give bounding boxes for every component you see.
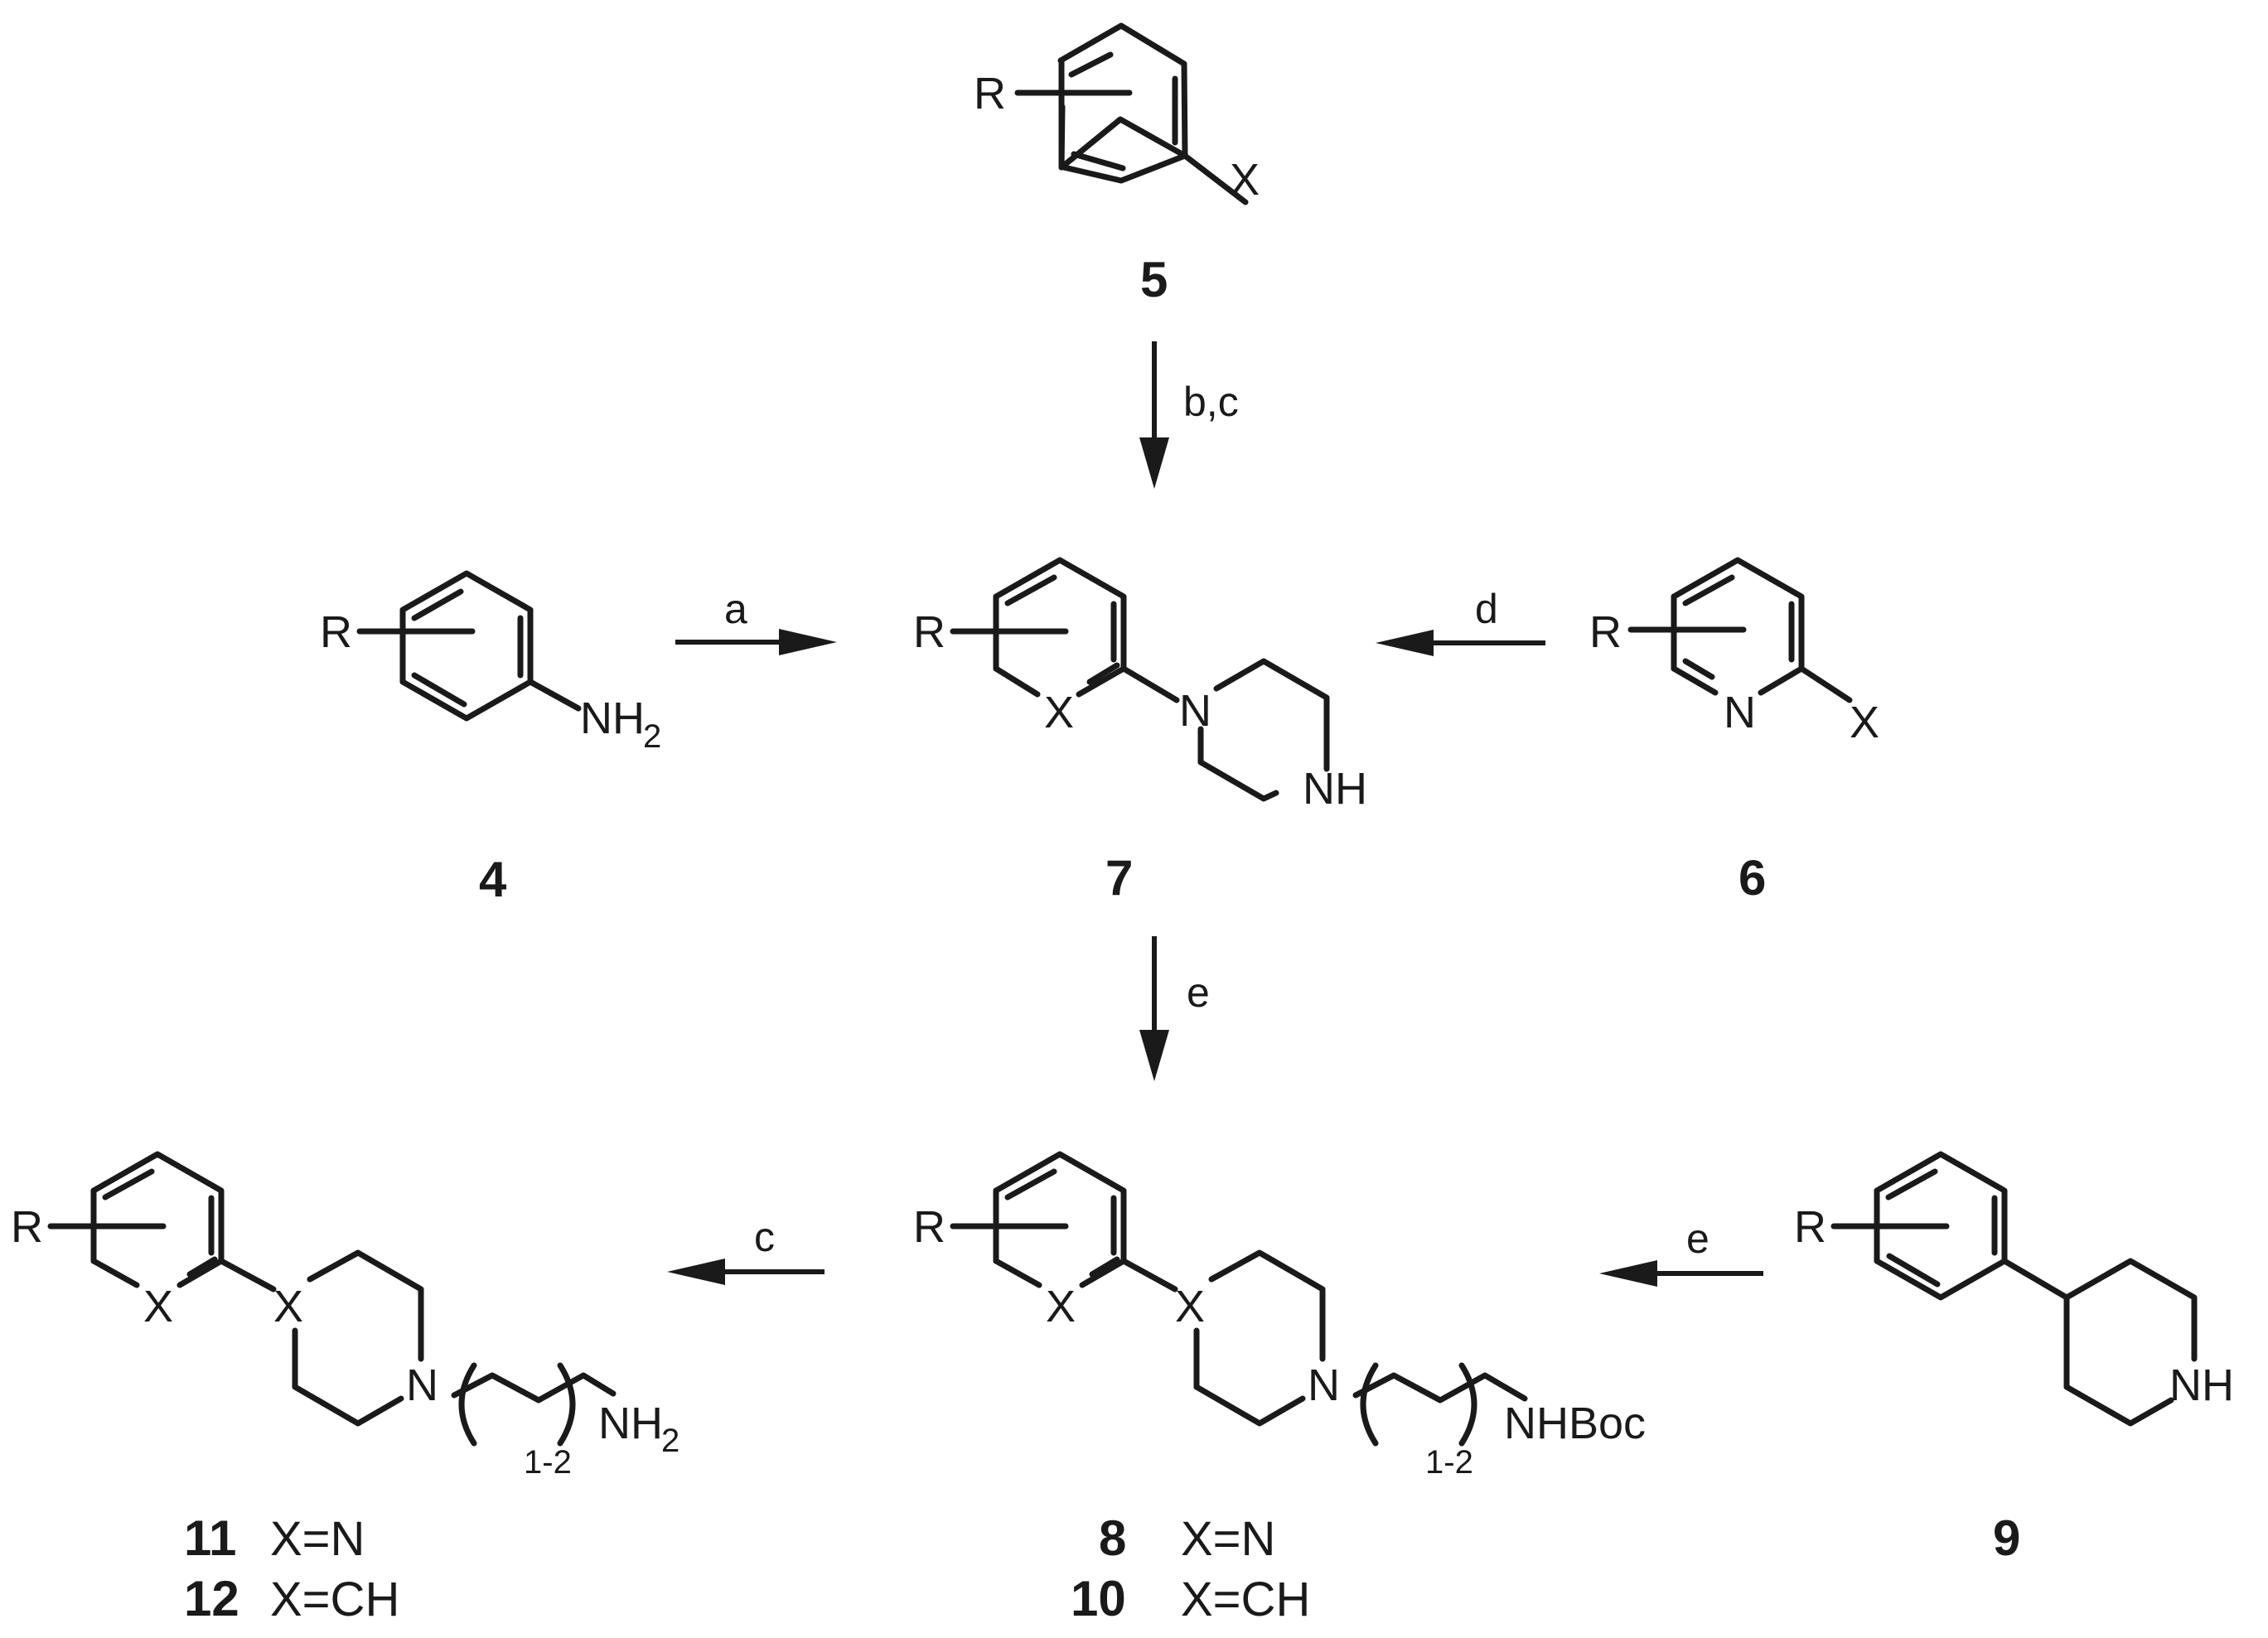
bond-8-paren-left: [1360, 1362, 1379, 1447]
atom-x-pip-11: X: [273, 1282, 303, 1331]
atom-x-6: X: [1850, 698, 1879, 747]
arrow-a-label: a: [724, 586, 747, 632]
atom-x-pip-8: X: [1175, 1282, 1205, 1331]
bond-8-x: [1120, 1258, 1178, 1293]
compound-number-8: 8: [1099, 1510, 1126, 1566]
compound-number-6: 6: [1738, 850, 1766, 906]
bond-8-piperazine: [1193, 1249, 1326, 1427]
bond-8-chain: [1352, 1372, 1528, 1404]
compound-9: R NH 9: [1794, 1151, 2234, 1566]
compound-5: R X 5: [974, 22, 1260, 307]
compound-definition-8: X=N: [1181, 1512, 1275, 1566]
arrow-c-label: c: [754, 1214, 775, 1260]
bond-11-x: [218, 1258, 277, 1293]
arrow-c: c: [667, 1214, 825, 1285]
bond-8-double: [1004, 1168, 1120, 1278]
bond-4-ring: [399, 570, 534, 722]
atom-nh-9: NH: [2169, 1360, 2234, 1410]
compound-6: R N X 6: [1589, 557, 1879, 906]
arrow-c-head: [667, 1259, 725, 1285]
compound-number-9: 9: [1993, 1510, 2020, 1566]
compound-definition-10: X=CH: [1181, 1573, 1310, 1626]
arrow-d: d: [1376, 586, 1545, 656]
bond-11-chain: [451, 1372, 617, 1404]
atom-x-7: X: [1044, 688, 1074, 737]
atom-x-ring-11: X: [143, 1282, 173, 1331]
bond-4-double: [411, 588, 524, 708]
arrow-bc: b,c: [1139, 341, 1239, 489]
compound-number-10: 10: [1071, 1571, 1126, 1626]
atom-r-4: R: [320, 607, 352, 657]
bond-4-n: [527, 679, 582, 712]
atom-r-9: R: [1794, 1202, 1826, 1252]
bond-8-paren-right: [1458, 1362, 1477, 1447]
arrow-bc-head: [1139, 437, 1169, 489]
arrow-a-head: [779, 629, 837, 655]
compound-definition-12: X=CH: [270, 1573, 399, 1626]
arrow-e-horizontal-head: [1599, 1260, 1657, 1287]
chain-subscript-8: 1-2: [1425, 1444, 1473, 1481]
bond-5-double: [1068, 51, 1178, 172]
compound-number-7: 7: [1105, 850, 1133, 906]
atom-x-5: X: [1230, 155, 1260, 205]
atom-x-ring-8: X: [1046, 1282, 1076, 1331]
compound-11-12: R X X N 1-2 NH 2 11 X=N 12 X=CH: [11, 1151, 679, 1626]
atom-n-8: N: [1308, 1360, 1340, 1410]
bond-11-paren-left: [458, 1362, 477, 1447]
bond-7-double: [1004, 574, 1117, 663]
atom-n-11: N: [406, 1360, 438, 1410]
arrow-e-horizontal: e: [1599, 1215, 1763, 1287]
compound-number-5: 5: [1140, 252, 1168, 307]
compound-definition-11: X=N: [270, 1512, 365, 1566]
atom-nh-7: NH: [1303, 764, 1367, 814]
bond-9-double: [1885, 1168, 1998, 1288]
atom-nh-11: NH: [598, 1399, 663, 1448]
bond-6-ring: [1671, 557, 1805, 696]
arrow-e-vertical-label: e: [1187, 969, 1210, 1016]
compound-number-4: 4: [479, 852, 507, 907]
compound-number-11: 11: [184, 1510, 236, 1566]
arrow-a: a: [675, 586, 837, 655]
compound-4: R NH 2 4: [320, 570, 661, 907]
bond-7-piperazine: [1197, 658, 1330, 802]
chain-subscript-11: 1-2: [524, 1444, 572, 1481]
atom-n-6: N: [1724, 688, 1756, 737]
arrow-e-vertical: e: [1139, 936, 1210, 1081]
arrow-d-label: d: [1475, 586, 1498, 632]
atom-r-11: R: [11, 1202, 43, 1252]
arrow-e-horizontal-label: e: [1686, 1215, 1709, 1262]
bond-11-piperazine: [292, 1249, 424, 1427]
compound-8-10: R X X N 1-2 NHBoc 8 X=N 10 X=CH: [913, 1151, 1646, 1626]
arrow-d-head: [1376, 630, 1434, 656]
atom-r-8: R: [913, 1202, 945, 1252]
atom-r-7: R: [913, 607, 945, 657]
atom-h2-11: 2: [661, 1423, 679, 1459]
atom-r-5: R: [974, 69, 1006, 118]
atom-n-7: N: [1179, 686, 1211, 736]
bond-5-ring-b: [1057, 22, 1188, 184]
compound-number-12: 12: [184, 1571, 239, 1626]
bond-5-ring-a: [1058, 104, 1249, 205]
bond-6-x: [1798, 665, 1853, 703]
atom-h2-4: 2: [643, 718, 661, 755]
bond-7-xdbl: [1086, 662, 1120, 685]
atom-r-6: R: [1589, 607, 1622, 657]
atom-nh-4: NH: [580, 693, 645, 743]
bond-9-piperidine: [2001, 1258, 2198, 1427]
bond-11-paren-right: [557, 1362, 576, 1447]
arrow-bc-label: b,c: [1183, 379, 1239, 425]
arrow-e-vertical-head: [1139, 1030, 1169, 1081]
bond-11-double: [102, 1168, 218, 1278]
bond-7-n: [1120, 665, 1180, 703]
atom-nhboc-8: NHBoc: [1504, 1399, 1646, 1448]
bond-6-double: [1682, 574, 1795, 680]
compound-7: R X N NH 7: [913, 557, 1367, 906]
